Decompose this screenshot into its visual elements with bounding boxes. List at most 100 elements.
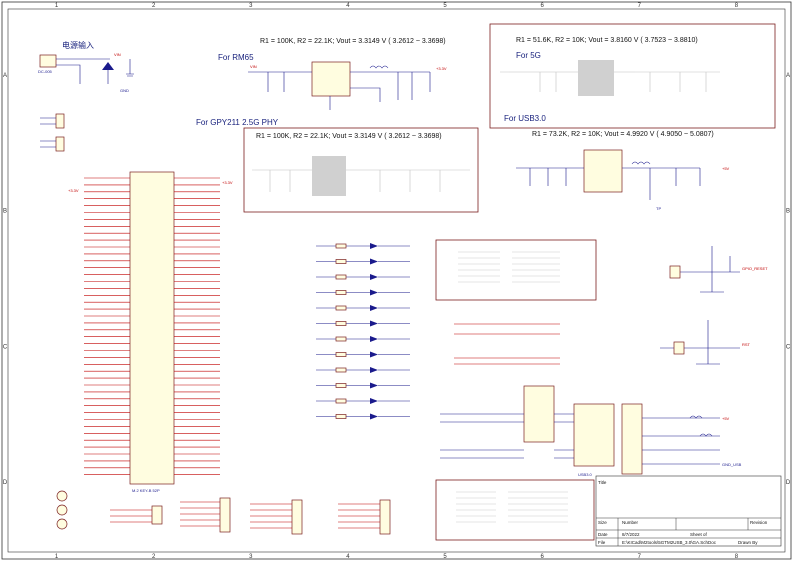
rst-net: RST: [742, 342, 751, 347]
led-diode: [370, 351, 378, 358]
led-diode: [370, 367, 378, 373]
zone-rows: A A B B C C D D: [3, 73, 791, 486]
5g-title: For 5G: [516, 51, 541, 60]
usb3-title: For USB3.0: [504, 114, 546, 123]
zone-row-label: A: [3, 73, 7, 79]
zone-col-label: 5: [443, 3, 447, 9]
zone-col-label: 4: [346, 3, 350, 9]
tb-file-label: File: [598, 540, 606, 545]
mid-net-labels: [454, 323, 560, 365]
reset-net: GPIO_RESET: [742, 266, 768, 271]
led-resistor: [335, 290, 347, 295]
bottom-headers: [56, 490, 391, 535]
led-diode: [370, 243, 378, 249]
gnd-label: GND: [120, 88, 129, 93]
power-input-circuit: DC-005 VIN GND: [38, 52, 134, 93]
zone-col-label: 3: [249, 3, 253, 9]
rm65-title: For RM65: [218, 53, 254, 62]
tb-file: E:\KICad\M2tools\5GTM2USB_3.0\GA.SchDoc: [622, 540, 717, 545]
led-column: [316, 243, 410, 420]
zone-row-label: D: [786, 480, 791, 486]
zone-row-label: C: [3, 344, 8, 350]
block-gpy211-frame: [243, 127, 479, 213]
led-resistor: [335, 398, 347, 404]
led-resistor: [335, 321, 347, 326]
rm65-formula: R1 = 100K, R2 = 22.1K; Vout = 3.3149 V (…: [260, 38, 446, 45]
usb3-formula: R1 = 73.2K, R2 = 10K; Vout = 4.9920 V ( …: [532, 131, 714, 138]
zone-col-label: 2: [152, 3, 156, 9]
usb3-connector-label: USB3.0: [578, 472, 593, 477]
zone-col-label: 1: [55, 554, 59, 560]
zone-col-label: 2: [152, 554, 156, 560]
5g-regulator: [500, 60, 720, 96]
reset-circuit: GPIO_RESET RST: [660, 246, 768, 365]
interface-box-content: [458, 251, 560, 283]
zone-row-label: A: [786, 73, 790, 79]
interface-box-frame: [435, 239, 597, 301]
tb-date-label: Date: [598, 532, 608, 537]
led-resistor: [335, 383, 347, 388]
zone-col-label: 6: [541, 3, 545, 9]
led-diode: [370, 336, 378, 342]
m2-connector: M.2 KEY-B 52P +3.3V +3.3V: [68, 171, 233, 493]
led-diode: [370, 258, 378, 265]
rm65-out: +3.3V: [436, 66, 447, 71]
zone-col-label: 8: [735, 3, 739, 9]
m2-vcc-right: +3.3V: [222, 180, 233, 185]
dcin-label: DC-005: [38, 69, 53, 74]
tb-title: Title: [598, 480, 607, 485]
led-diode: [370, 382, 378, 389]
tb-sheet: Sheet of: [690, 532, 708, 537]
tb-drawn: Drawn By: [738, 540, 758, 545]
zone-col-label: 7: [638, 3, 642, 9]
led-resistor: [335, 352, 347, 357]
zone-col-label: 4: [346, 554, 350, 560]
led-diode: [370, 398, 378, 404]
gpy211-title: For GPY211 2.5G PHY: [196, 118, 279, 127]
led-diode: [370, 274, 378, 280]
led-diode: [370, 320, 378, 327]
usb3-regulator: +5V TP: [516, 149, 730, 211]
m2-connector-label: M.2 KEY-B 52P: [132, 488, 160, 493]
tb-revision: Revision: [750, 520, 768, 525]
tb-date: 8/7/2022: [622, 532, 640, 537]
zone-row-label: B: [3, 209, 7, 215]
zone-row-label: C: [786, 344, 791, 350]
usb3-tp: TP: [656, 206, 661, 211]
usb-vbus: +5V: [722, 416, 730, 421]
5g-formula: R1 = 51.6K, R2 = 10K; Vout = 3.8160 V ( …: [516, 37, 698, 44]
zone-col-label: 6: [541, 554, 545, 560]
tb-number: Number: [622, 520, 639, 525]
led-resistor: [335, 274, 347, 280]
led-resistor: [335, 414, 347, 419]
vin-label: VIN: [114, 52, 121, 57]
zone-row-label: D: [3, 480, 8, 486]
led-diode: [370, 305, 378, 311]
rm65-vin: VIN: [250, 64, 257, 69]
title-block: Title Size Number Revision Date 8/7/2022…: [595, 475, 782, 547]
zone-col-label: 8: [735, 554, 739, 560]
zone-col-label: 5: [443, 554, 447, 560]
usb3-out: +5V: [722, 166, 730, 171]
lower-box-frame: [435, 479, 595, 541]
led-resistor: [335, 305, 347, 311]
lower-box-content: [456, 491, 568, 523]
power-input-title: 电源输入: [62, 40, 94, 50]
zone-row-label: B: [786, 209, 790, 215]
led-resistor: [335, 243, 347, 249]
usb-gnd: GND_USB: [722, 462, 742, 467]
small-headers: [40, 113, 65, 152]
rm65-regulator: VIN +3.3V: [248, 61, 447, 110]
m2-vcc: +3.3V: [68, 188, 79, 193]
tb-size: Size: [598, 520, 607, 525]
usb3-connector-circuit: USB3.0 +5V GND_USB: [440, 385, 742, 477]
gpy211-formula: R1 = 100K, R2 = 22.1K; Vout = 3.3149 V (…: [256, 133, 442, 140]
zone-col-label: 3: [249, 554, 253, 560]
block-5g-frame: [489, 23, 776, 129]
gpy211-regulator: [252, 156, 470, 196]
led-resistor: [335, 367, 347, 373]
zone-col-label: 1: [55, 3, 59, 9]
led-diode: [370, 289, 378, 296]
